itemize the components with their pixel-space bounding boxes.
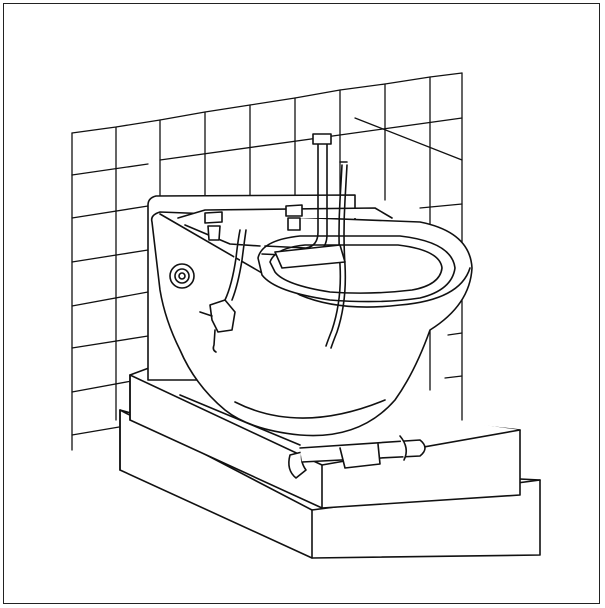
tiled-wall: [71, 72, 463, 451]
toilet-bowl: [150, 207, 473, 437]
side-water-inlet: [169, 229, 247, 353]
drain-connectors: [288, 435, 426, 479]
top-valves: [204, 204, 303, 241]
hinge-bracket: [274, 244, 346, 269]
